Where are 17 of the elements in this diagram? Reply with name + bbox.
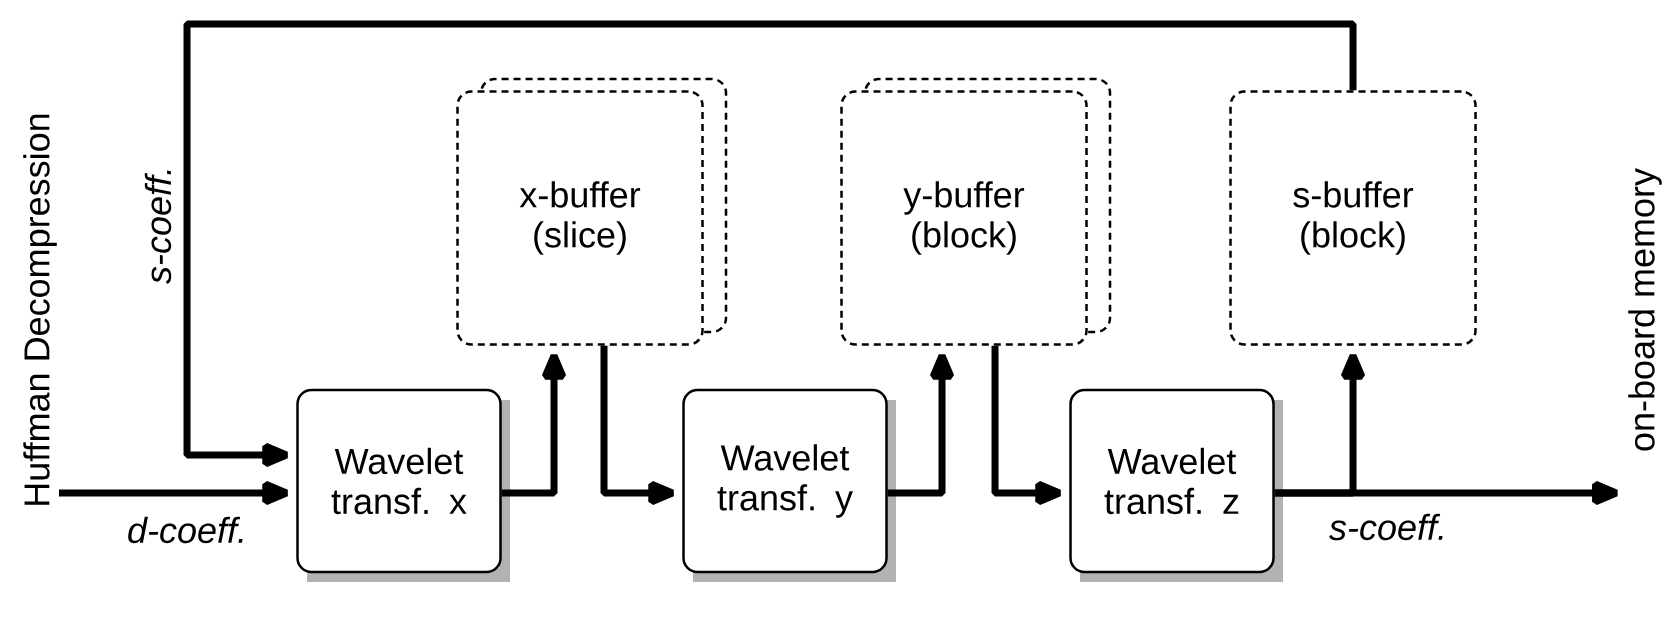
- edge-label: s-coeff.: [1328, 512, 1449, 542]
- buffer-box: s-buffer (block): [1229, 90, 1477, 346]
- arrow: [1274, 480, 1620, 506]
- side-text: on-board memory: [1628, 168, 1662, 451]
- arrow: [501, 352, 567, 497]
- arrow: [600, 345, 676, 506]
- process-box: Wavelet transf. z: [1069, 388, 1283, 582]
- buffer-box: x-buffer (slice): [456, 77, 728, 346]
- arrow: [991, 345, 1063, 506]
- arrow: [183, 20, 1357, 468]
- side-text: Huffman Decompression: [23, 114, 57, 505]
- process-box: Wavelet transf. x: [296, 388, 510, 582]
- arrow: [887, 352, 955, 497]
- buffer-box: y-buffer (block): [840, 77, 1112, 346]
- edge-label: d-coeff.: [126, 515, 249, 545]
- edge-label: s-coeff.: [143, 165, 173, 285]
- process-box: Wavelet transf. y: [682, 388, 896, 582]
